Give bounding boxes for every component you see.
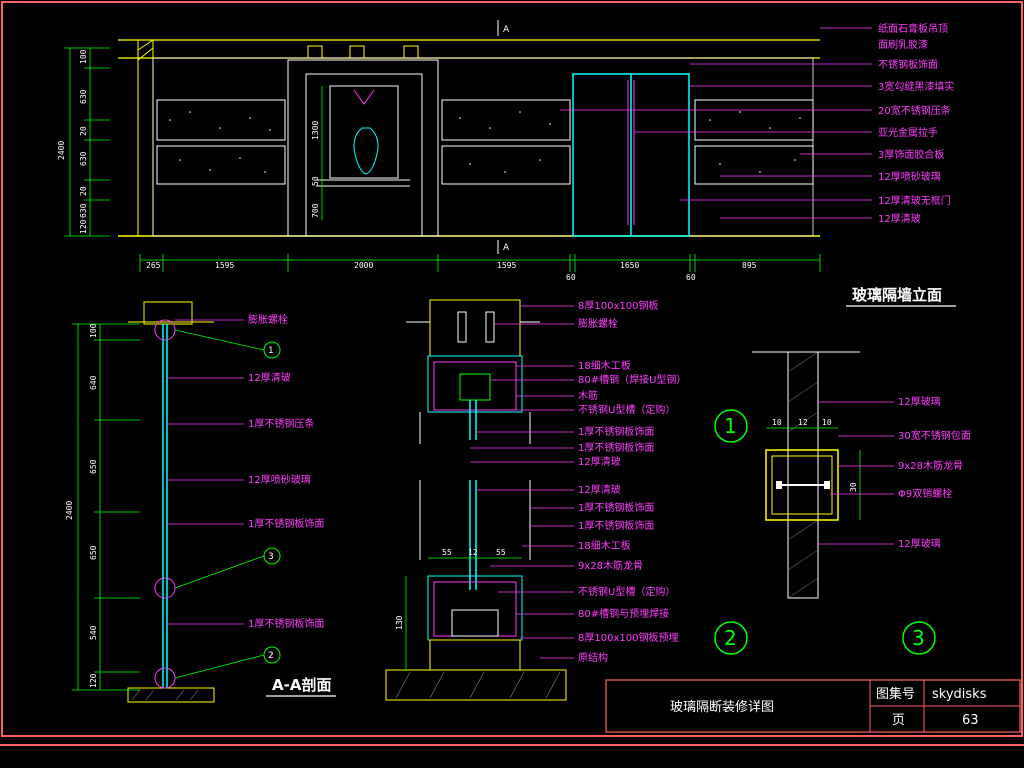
cd-top-label-3: 18细木工板	[578, 359, 631, 372]
elev-label-2: 面刷乳胶漆	[878, 38, 928, 51]
aa-label-4: 12厚喷砂玻璃	[248, 473, 311, 486]
elev-label-10: 12厚清玻	[878, 212, 921, 225]
cd-bottom-label-5: 9x28木筋龙骨	[578, 559, 643, 572]
callout-1: 1	[268, 346, 274, 356]
vdim-6: 630	[79, 203, 88, 218]
cd-bottom-label-3: 1厚不锈钢板饰面	[578, 519, 654, 532]
cd-side-dim: 130	[395, 615, 404, 630]
cd-top-label-9: 12厚清玻	[578, 455, 621, 468]
aa-vdim-3: 650	[89, 459, 98, 474]
niche-dim-1: 1300	[311, 121, 320, 140]
aa-label-2: 12厚清玻	[248, 371, 291, 384]
detail-marker-1	[714, 409, 748, 443]
detail-marker-2-label: 2	[724, 626, 737, 650]
section-aa-title: A-A剖面	[272, 676, 331, 694]
hdim-5: 60	[566, 273, 576, 282]
cd-top-label-4: 80#槽钢（焊接U型钢）	[578, 373, 686, 386]
cd-dim-1: 55	[442, 548, 452, 557]
set-label: 图集号	[876, 686, 915, 702]
section-aa: 1 3 2 2400 100 640 650 650 540 120 膨胀螺栓 …	[65, 301, 336, 703]
page-label: 页	[892, 713, 905, 728]
aa-vdim-2: 640	[89, 375, 98, 390]
cd-top-label-8: 1厚不锈钢板饰面	[578, 441, 654, 454]
drawing-frame	[1, 1, 1023, 737]
elev-label-3: 不锈钢板饰面	[878, 58, 938, 71]
detail-marker-3-label: 3	[912, 626, 925, 650]
cd-top-label-2: 膨胀螺栓	[578, 317, 618, 330]
cd-bottom-label-4: 18细木工板	[578, 539, 631, 552]
rd-label-1: 12厚玻璃	[898, 395, 941, 408]
rd-label-3: 9x28木筋龙骨	[898, 459, 963, 472]
vdim-1: 100	[79, 49, 88, 64]
elev-label-7: 3厚饰面胶合板	[878, 148, 944, 161]
rd-label-2: 30宽不锈钢包面	[898, 429, 971, 442]
elev-label-6: 亚光金属拉手	[878, 126, 938, 139]
cd-bottom-label-8: 8厚100x100钢板预埋	[578, 631, 678, 644]
detail-marker-3	[902, 621, 936, 655]
hdim-7: 60	[686, 273, 696, 282]
elev-label-5: 20宽不锈钢压条	[878, 104, 951, 117]
elev-label-1: 纸面石膏板吊顶	[878, 22, 948, 35]
elev-label-8: 12厚喷砂玻璃	[878, 170, 941, 183]
hdim-4: 1595	[497, 261, 516, 270]
set-value: skydisks	[932, 687, 987, 702]
cd-bottom-label-2: 1厚不锈钢板饰面	[578, 501, 654, 514]
vdim-7: 120	[79, 219, 88, 234]
elevation-view: A A 265 1595 2000 1595 60 1650 60 895 24…	[57, 20, 956, 307]
cd-bottom-label-6: 不锈钢U型槽（定购）	[578, 585, 675, 598]
rd-side-dim: 30	[849, 482, 858, 492]
rd-label-4: Φ9双销螺栓	[898, 487, 952, 500]
section-mark-top: A	[503, 25, 510, 35]
aa-vdim-4: 650	[89, 545, 98, 560]
detail-marker-1-label: 1	[724, 414, 737, 438]
section-mark-bottom: A	[503, 243, 510, 253]
page-value: 63	[962, 713, 979, 728]
aa-label-5: 1厚不锈钢板饰面	[248, 517, 324, 530]
callout-3: 3	[268, 552, 274, 562]
rd-dim-3: 10	[822, 418, 832, 427]
cd-bottom-label-1: 12厚清玻	[578, 483, 621, 496]
vdim-3: 20	[79, 126, 88, 136]
cd-bottom-label-7: 80#槽钢与预埋焊接	[578, 607, 669, 620]
hdim-2: 1595	[215, 261, 234, 270]
cd-top-label-1: 8厚100x100钢板	[578, 299, 658, 312]
niche-dim-3: 700	[311, 203, 320, 218]
elev-label-4: 3宽勾缝黑漆填实	[878, 80, 954, 93]
hdim-1: 265	[146, 261, 161, 270]
vdim-4: 630	[79, 151, 88, 166]
hdim-8: 895	[742, 261, 757, 270]
cd-dim-2: 12	[468, 548, 478, 557]
hdim-6: 1650	[620, 261, 639, 270]
aa-label-1: 膨胀螺栓	[248, 313, 288, 326]
rd-dim-2: 12	[798, 418, 808, 427]
rd-dim-1: 10	[772, 418, 782, 427]
vdim-5: 20	[79, 186, 88, 196]
drawing-title: 玻璃隔断装修详图	[670, 700, 774, 715]
title-block: 玻璃隔断装修详图 图集号 skydisks 页 63	[605, 679, 1021, 733]
cd-top-label-6: 不锈钢U型槽（定购）	[578, 403, 675, 416]
total-height: 2400	[57, 141, 66, 160]
cd-bottom-label-9: 原结构	[578, 651, 608, 664]
detail-marker-2	[714, 621, 748, 655]
aa-total-height: 2400	[65, 501, 74, 520]
aa-vdim-6: 120	[89, 673, 98, 688]
aa-label-3: 1厚不锈钢压条	[248, 417, 314, 430]
aa-vdim-1: 100	[89, 323, 98, 338]
cd-top-label-5: 木筋	[578, 389, 598, 402]
callout-2: 2	[268, 651, 274, 661]
niche-dim-2: 50	[311, 176, 320, 186]
rd-label-5: 12厚玻璃	[898, 537, 941, 550]
vdim-2: 630	[79, 89, 88, 104]
cd-dim-3: 55	[496, 548, 506, 557]
aa-vdim-5: 540	[89, 625, 98, 640]
elev-label-9: 12厚清玻无框门	[878, 194, 951, 207]
cd-top-label-7: 1厚不锈钢板饰面	[578, 425, 654, 438]
aa-label-6: 1厚不锈钢板饰面	[248, 617, 324, 630]
detail-center: 55 12 55 130 8厚100x100钢板 膨胀螺栓 18细木工板 80#…	[385, 299, 686, 701]
elevation-title: 玻璃隔墙立面	[852, 286, 942, 304]
detail-right: 10 12 10 30 12厚玻璃 30宽不锈钢包面 9x28木筋龙骨 Φ9双销…	[752, 351, 971, 599]
hdim-3: 2000	[354, 261, 373, 270]
